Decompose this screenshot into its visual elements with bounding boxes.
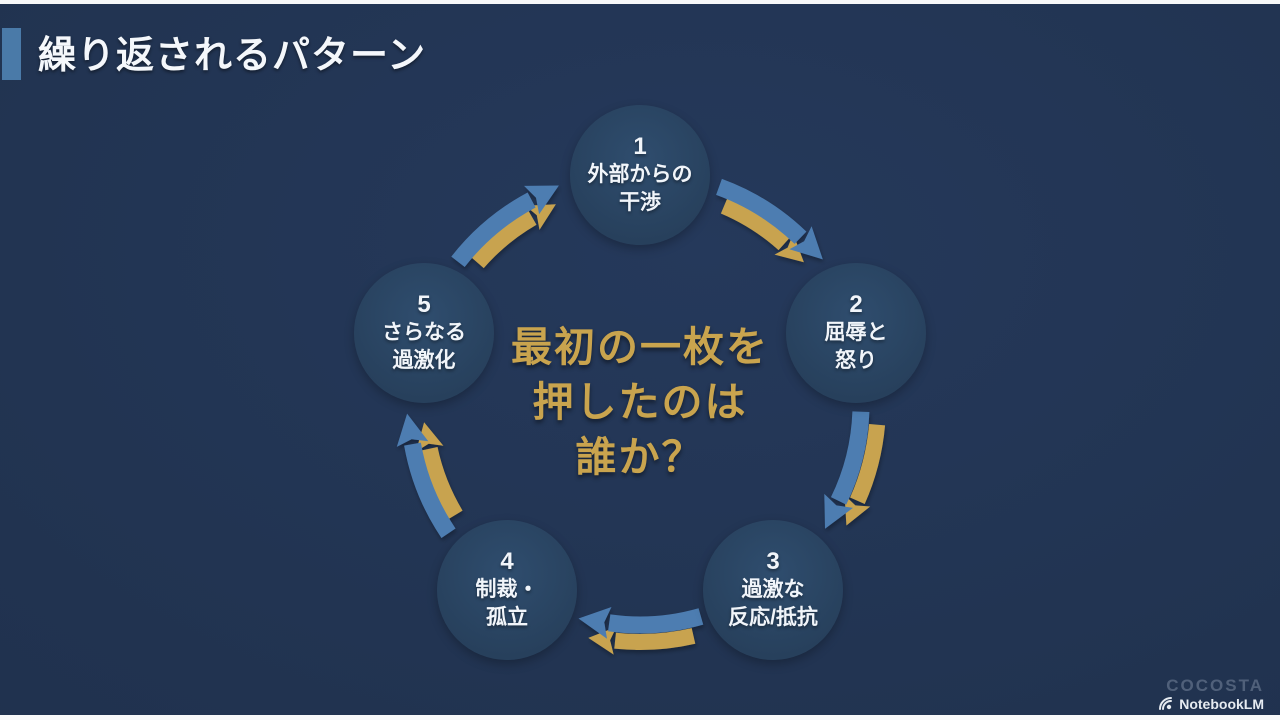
node-label: 過激な xyxy=(741,578,805,601)
node-label: 制裁・ xyxy=(475,578,539,601)
node-label: 孤立 xyxy=(486,606,528,629)
top-edge-strip xyxy=(0,0,1280,4)
cycle-node-3: 3 過激な 反応/抵抗 xyxy=(703,520,843,660)
node-label: さらなる xyxy=(382,321,466,344)
notebooklm-credit: NotebookLM xyxy=(1158,696,1264,712)
node-number: 1 xyxy=(633,133,647,160)
node-label: 怒り xyxy=(835,349,877,372)
cycle-node-5: 5 さらなる 過激化 xyxy=(354,263,494,403)
node-number: 5 xyxy=(417,291,431,318)
node-number: 2 xyxy=(849,291,863,318)
center-question-line: 誰か？ xyxy=(575,434,705,480)
cycle-node-2: 2 屈辱と 怒り xyxy=(786,263,926,403)
center-question-line: 最初の一枚を xyxy=(511,324,769,370)
node-label: 干渉 xyxy=(619,191,661,214)
node-label: 反応/抵抗 xyxy=(728,606,818,629)
bottom-edge-strip xyxy=(0,715,1280,720)
footer: COCOSTA NotebookLM xyxy=(1158,677,1264,712)
node-number: 4 xyxy=(500,548,514,575)
slide-header: 繰り返されるパターン xyxy=(0,0,1280,90)
node-label: 外部からの xyxy=(587,163,693,186)
notebooklm-icon xyxy=(1159,697,1173,710)
title-accent-bar xyxy=(2,28,21,80)
node-number: 3 xyxy=(766,548,780,575)
brand-watermark: COCOSTA xyxy=(1166,676,1264,695)
node-label: 過激化 xyxy=(392,349,456,372)
cycle-node-1: 1 外部からの 干渉 xyxy=(570,105,710,245)
notebooklm-label: NotebookLM xyxy=(1179,696,1264,712)
node-label: 屈辱と xyxy=(824,321,888,344)
slide-title: 繰り返されるパターン xyxy=(38,35,427,77)
center-question: 最初の一枚を 押したのは 誰か？ xyxy=(511,320,769,485)
cycle-node-4: 4 制裁・ 孤立 xyxy=(437,520,577,660)
center-question-line: 押したのは xyxy=(532,379,748,425)
